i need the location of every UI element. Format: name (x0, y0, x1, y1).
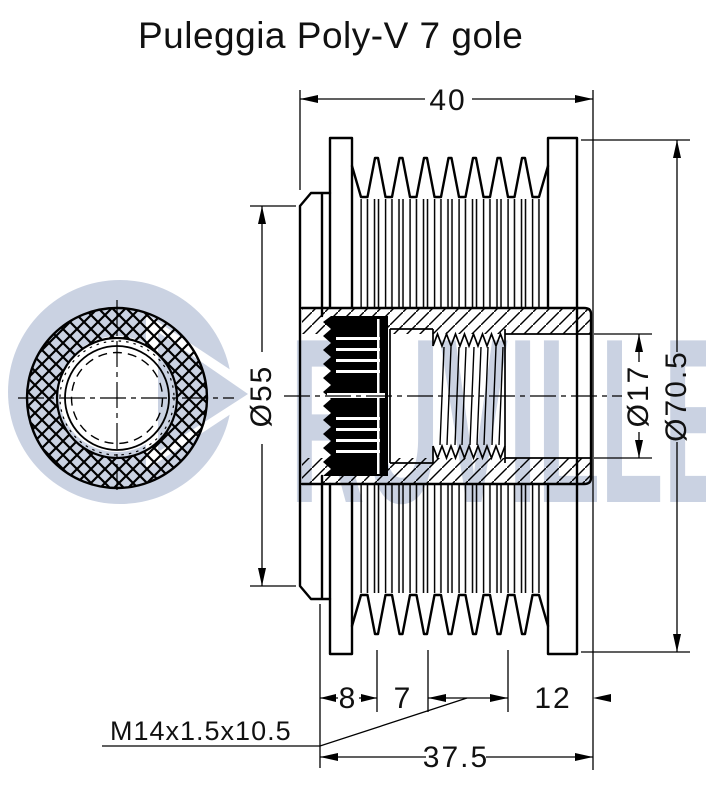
dim-70-5-label: Ø70.5 (660, 350, 693, 442)
right-flange (546, 136, 579, 656)
dim-7-label: 7 (394, 682, 413, 715)
front-hatch-annulus (27, 308, 207, 488)
dim-37-5-label: 37.5 (423, 741, 489, 774)
dim-40-label: 40 (429, 84, 466, 117)
left-flange (328, 136, 354, 656)
dimensions: 40 Ø55 Ø17 Ø70.5 8 7 12 (102, 84, 693, 774)
dim-12-label: 12 (534, 682, 571, 715)
thread-spec-label: M14x1.5x10.5 (110, 716, 292, 746)
front-view (18, 300, 234, 492)
groove-lines-top (360, 199, 542, 307)
dimension-overall-width: 40 (300, 84, 593, 117)
thread-callout: M14x1.5x10.5 (102, 697, 468, 747)
groove-profile-top (350, 156, 550, 199)
dim-8-label: 8 (339, 682, 358, 715)
dimension-back-plate-diameter: Ø55 (245, 206, 278, 586)
dimension-bottom-row: 8 7 12 (320, 682, 611, 715)
dimension-outer-diameter: Ø70.5 (660, 140, 693, 652)
dim-55-label: Ø55 (245, 365, 278, 428)
page-title: Puleggia Poly-V 7 gole (138, 15, 523, 56)
groove-profile-bottom (350, 593, 550, 636)
side-view (284, 136, 622, 656)
dimension-hub-length: 37.5 (320, 741, 593, 774)
dim-17-label: Ø17 (622, 365, 655, 428)
hub-outline (300, 306, 580, 486)
extension-lines (250, 90, 690, 770)
dimension-bore-diameter: Ø17 (622, 334, 655, 458)
groove-lines-bottom (360, 485, 542, 593)
